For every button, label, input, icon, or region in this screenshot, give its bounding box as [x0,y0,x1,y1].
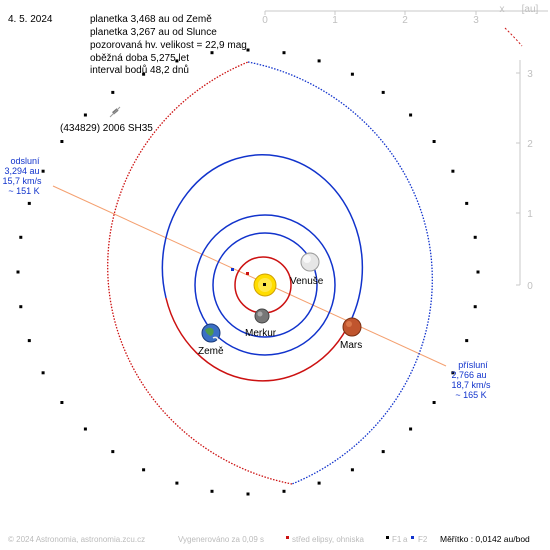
info-line: interval bodů 48,2 dnů [90,64,189,76]
info-line: oběžná doba 5,275 let [90,53,189,64]
y-tick-label: 3 [527,69,533,80]
x-tick-label: 2 [402,15,408,26]
f1-marker-legend [386,536,389,539]
orbit-point-marker [465,339,469,343]
orbit-point-marker [451,371,455,375]
x-tick-label: 1 [332,15,338,26]
aphelion-speed: 15,7 km/s [2,176,42,186]
date-label: 4. 5. 2024 [8,14,53,25]
y-tick-label: 2 [527,139,533,150]
orbit-point-marker [282,489,286,493]
mars-label: Mars [340,340,362,351]
orbit-point-marker [27,201,31,205]
y-tick-label: 1 [527,209,533,220]
mars-icon [342,317,362,337]
unit-label: [au] [522,4,539,15]
orbit-point-marker [282,51,286,55]
generated-time: Vygenerováno za 0,09 s [178,535,264,544]
orbit-point-marker [111,450,115,454]
orbit-point-marker [19,305,23,309]
info-line: pozorovaná hv. velikost = 22,9 mag [90,40,247,51]
asteroid-position-markers [16,48,480,496]
orbit-point-marker [27,339,31,343]
orbit-point-marker [210,489,214,493]
mercury-label: Merkur [245,328,277,339]
sun-icon [253,273,277,297]
orbit-point-marker [111,90,115,94]
asteroid-name: (434829) 2006 SH35 [60,123,153,134]
venus-icon [300,252,320,272]
perihelion-speed: 18,7 km/s [451,380,491,390]
orbit-point-marker [409,113,413,117]
orbit-point-marker [432,401,436,404]
aphelion-temperature: ~ 151 K [8,186,39,196]
x-tick-label: 0 [262,15,268,26]
orbit-point-marker [83,427,87,431]
orbit-point-marker [432,140,436,143]
f2-label: F2 [418,535,428,544]
orbit-point-marker [473,305,477,309]
scale-label: Měřítko : 0,0142 au/bod [440,534,530,544]
info-line: planetka 3,267 au od Slunce [90,27,217,38]
orbit-point-marker [350,468,354,472]
venus-label: Venuše [290,276,324,287]
orbit-point-marker [210,51,214,55]
earth-label: Země [198,346,224,357]
orbit-point-marker [142,468,146,472]
orbit-point-marker [381,90,385,94]
asteroid-orbit [107,61,433,485]
x-axis [264,10,548,15]
orbit-point-marker [317,481,321,485]
perihelion-title: přísluní [458,360,488,370]
orbit-point-marker [473,235,477,239]
orbit-point-marker [142,72,146,76]
info-line: planetka 3,468 au od Země [90,14,212,25]
orbit-point-marker [41,371,45,375]
y-axis [516,60,521,286]
f2-marker-legend [411,536,414,539]
orbit-point-marker [317,59,321,63]
earth-icon [201,323,221,343]
legend-center-text: střed elipsy, ohniska [292,535,364,544]
orbit-point-marker [381,450,385,454]
x-axis-label: x [500,4,505,15]
orbit-point-marker [465,201,469,205]
orbit-point-marker [175,59,179,63]
orbit-point-marker [41,169,45,173]
orbit-point-marker [83,113,87,117]
center-marker-legend [286,536,289,539]
f1-label: F1 [392,535,402,544]
focus-f2-marker [231,268,234,271]
orbit-point-marker [246,48,250,52]
perihelion-temperature: ~ 165 K [455,390,486,400]
orbit-point-marker [175,481,179,485]
orbit-point-marker [60,140,64,143]
aphelion-distance: 3,294 au [4,166,39,176]
orbit-point-marker [350,72,354,76]
orbit-point-marker [19,235,23,239]
mars-orbit [161,154,364,329]
mars-orbit [165,297,348,382]
orbit-point-marker [476,270,480,274]
apsidal-line [52,185,447,367]
perihelion-distance: 2,766 au [451,370,486,380]
outer-orbit-fragment [504,27,523,47]
asteroid-icon [109,106,121,118]
orbit-point-marker [246,492,250,496]
orbit-point-marker [60,401,64,404]
earth-orbit [194,214,336,356]
orbit-point-marker [16,270,20,274]
mercury-icon [254,308,270,324]
copyright-text: © 2024 Astronomia, astronomia.zcu.cz [8,535,145,544]
a-label: a [403,535,408,544]
venus-orbit [212,232,318,338]
orbit-point-marker [409,427,413,431]
orbit-point-marker [451,169,455,173]
x-tick-label: 3 [473,15,479,26]
aphelion-title: odsluní [10,156,40,166]
y-tick-label: 0 [527,281,533,292]
ellipse-center-marker [246,272,249,275]
